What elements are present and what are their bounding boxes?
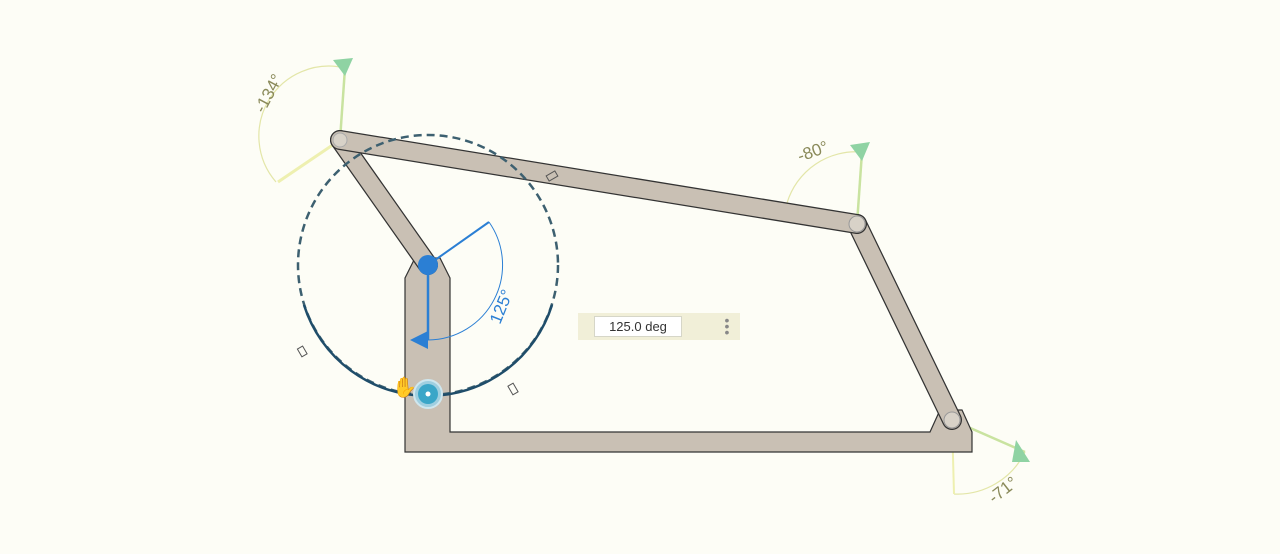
joint-a[interactable]	[332, 132, 348, 148]
tick-mark	[296, 345, 308, 358]
input-angle-indicator	[410, 221, 503, 349]
angle-label-input: 125°	[486, 287, 517, 327]
vertical-dots-icon[interactable]: •••	[724, 312, 730, 340]
hand-cursor-icon: ✋	[392, 375, 417, 399]
joint-c[interactable]	[943, 411, 961, 429]
tick-mark	[507, 382, 519, 396]
angle-marker-joint-b	[786, 142, 870, 225]
green-triangle-icon[interactable]	[1012, 440, 1030, 462]
angle-marker-joint-a	[258, 58, 353, 184]
joint-b[interactable]	[848, 215, 866, 233]
green-triangle-icon[interactable]	[850, 142, 870, 161]
input-pivot[interactable]	[418, 255, 438, 275]
angle-label-joint-c: -71°	[985, 473, 1021, 507]
angle-label-joint-b: -80°	[795, 137, 831, 166]
angle-label-joint-a: -134°	[251, 71, 287, 116]
rocker-link[interactable]	[848, 215, 961, 429]
crank-link[interactable]	[331, 131, 437, 274]
rotation-circle[interactable]	[296, 133, 560, 397]
tick-mark	[545, 170, 559, 182]
angle-input[interactable]: 125.0 deg	[594, 316, 682, 337]
arrow-left-icon	[410, 331, 428, 349]
green-triangle-icon[interactable]	[333, 58, 353, 76]
coupler-link[interactable]	[331, 131, 866, 233]
angle-editor: 125.0 deg •••	[578, 313, 740, 340]
